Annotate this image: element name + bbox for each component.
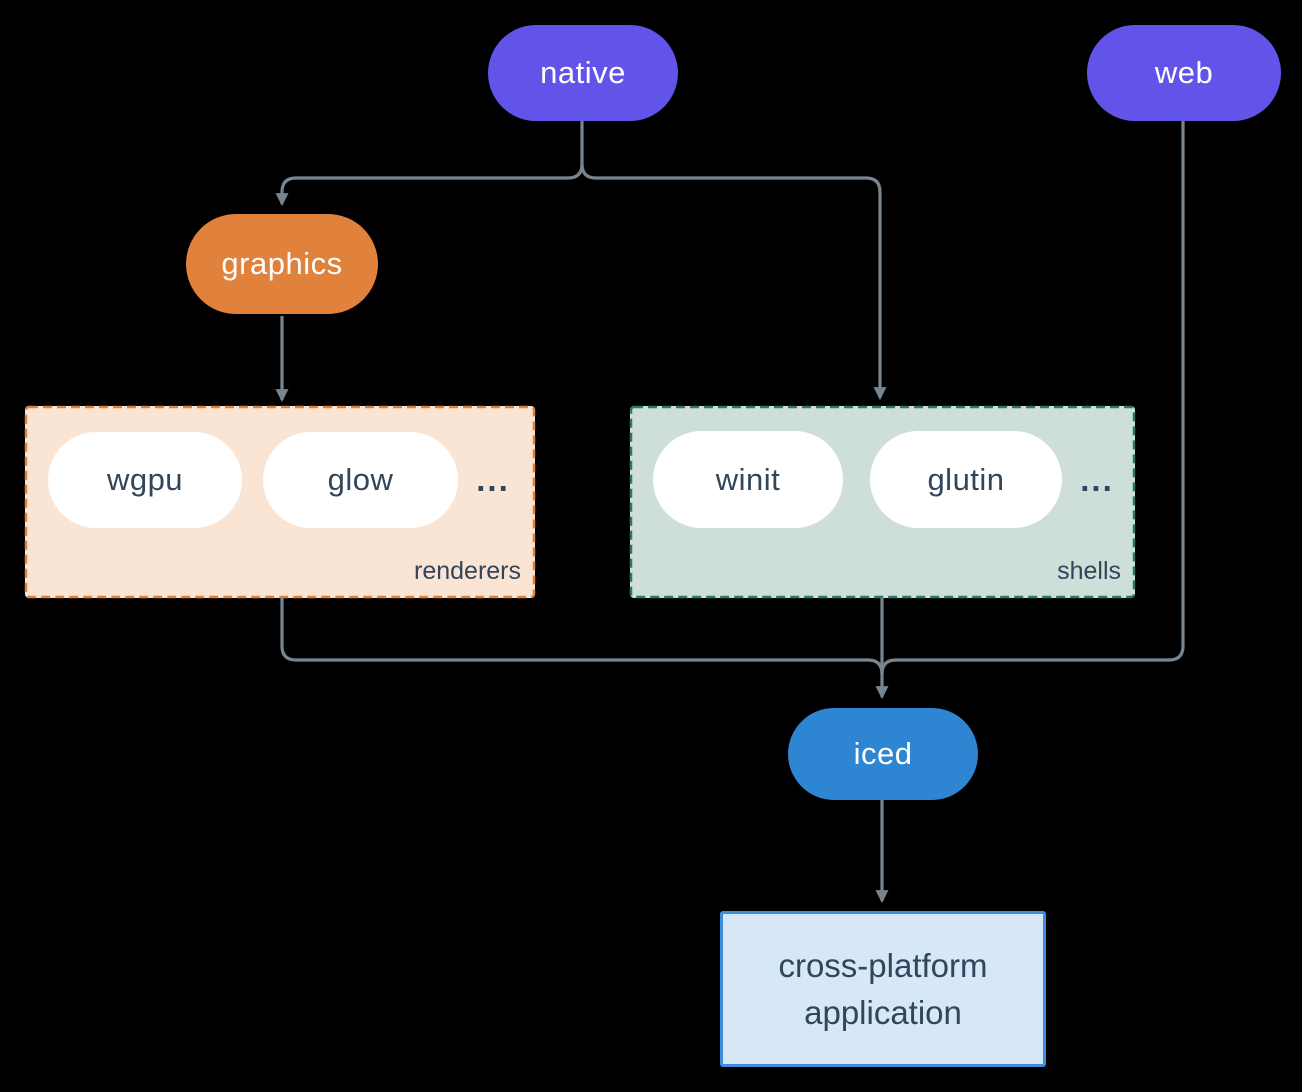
native-label: native [540,55,626,90]
web-node: web [1087,25,1281,121]
glutin-node: glutin [870,431,1062,528]
wgpu-node: wgpu [48,432,242,528]
application-label-line1: cross-platform [778,947,988,984]
iced-node: iced [788,708,978,800]
renderers-ellipsis: ... [476,461,510,498]
native-node: native [488,25,678,121]
graphics-node: graphics [186,214,378,314]
winit-node: winit [653,431,843,528]
glutin-label: glutin [927,461,1005,497]
wgpu-label: wgpu [106,462,184,497]
application-label-line2: application [804,994,962,1031]
shells-group: winit glutin ... shells [630,406,1135,598]
web-label: web [1154,55,1214,90]
edge-native-graphics [275,163,584,207]
shells-group-label: shells [1057,557,1121,585]
renderers-group: wgpu glow ... renderers [25,406,535,598]
winit-label: winit [715,461,781,497]
shells-ellipsis: ... [1080,461,1114,498]
glow-label: glow [327,462,394,497]
glow-node: glow [263,432,458,528]
edge-renderers-merge [280,598,884,675]
iced-label: iced [853,736,913,771]
renderers-group-label: renderers [414,557,521,585]
graphics-label: graphics [221,246,343,281]
application-node: cross-platform application [720,911,1046,1067]
edge-native-shells [580,163,887,401]
